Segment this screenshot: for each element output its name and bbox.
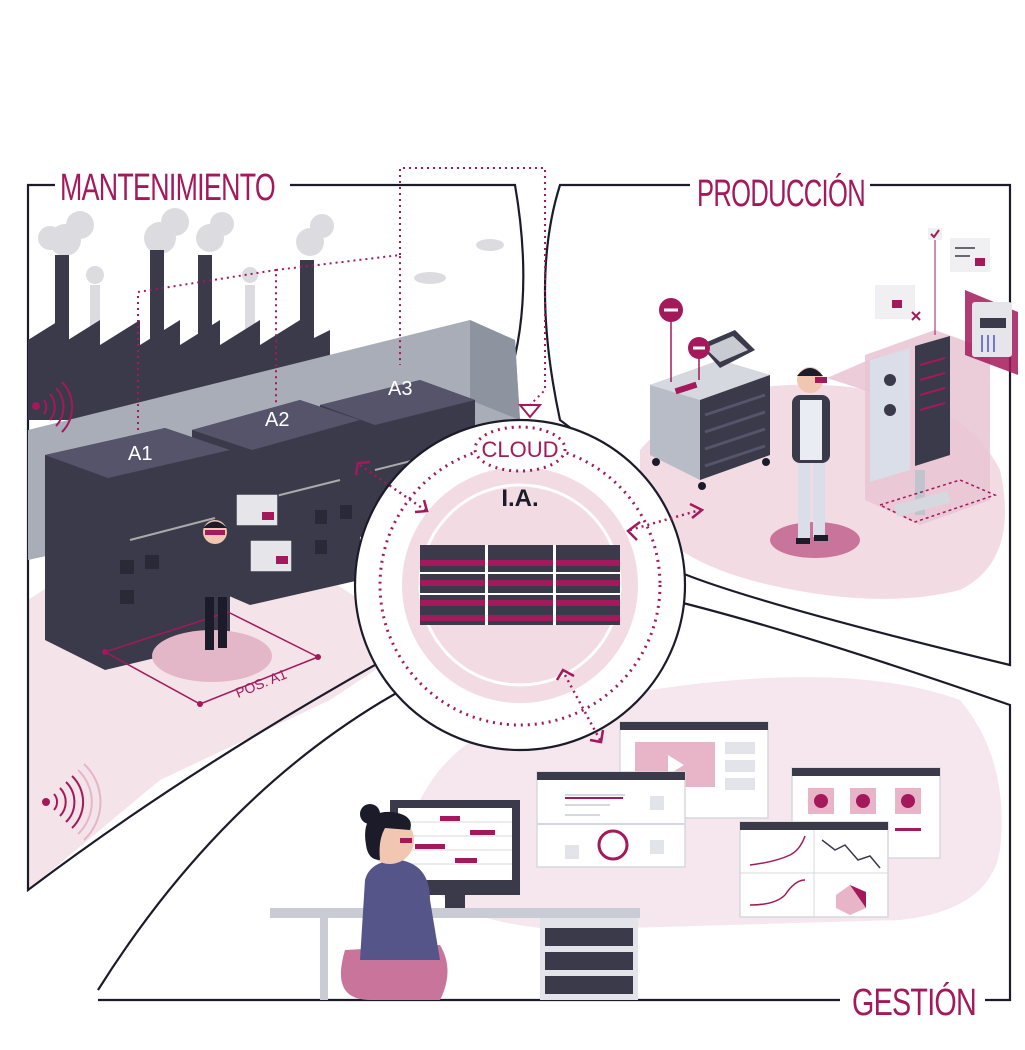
wifi-signal-icon xyxy=(42,763,102,841)
machine-a1 xyxy=(45,428,230,670)
dashboard-window-charts xyxy=(739,821,889,918)
cloud-label: CLOUD xyxy=(481,437,558,462)
ai-label: I.A. xyxy=(501,485,538,512)
maintenance-title: MANTENIMIENTO xyxy=(60,167,275,209)
machine-label-a1: A1 xyxy=(128,443,152,465)
desk xyxy=(270,908,640,1000)
arrowheads xyxy=(354,460,705,744)
connector-arrowhead xyxy=(517,404,543,419)
machine-label-a2: A2 xyxy=(265,409,289,431)
production-title: PRODUCCIÓN xyxy=(697,172,865,215)
machine-label-a3: A3 xyxy=(388,378,412,400)
hub-arrows xyxy=(359,463,701,741)
production-popups xyxy=(875,228,1018,375)
wrench-tag-icon xyxy=(659,298,710,382)
machine-info-panels xyxy=(235,493,293,573)
server-rack xyxy=(420,545,620,625)
dashboard-window-list xyxy=(536,771,686,868)
tool-cart xyxy=(650,330,770,490)
smoke-clouds xyxy=(38,208,504,284)
cloud-badge xyxy=(473,425,567,473)
production-worker xyxy=(770,367,860,558)
position-marker xyxy=(102,611,321,707)
management-title: GESTIÓN xyxy=(852,981,976,1024)
management-worker xyxy=(340,804,448,1000)
maintenance-worker xyxy=(171,520,232,650)
control-cabinet xyxy=(865,330,998,525)
back-wall-shade xyxy=(470,320,520,420)
wifi-signal-icon xyxy=(32,381,74,433)
machine-connectors xyxy=(137,167,546,430)
